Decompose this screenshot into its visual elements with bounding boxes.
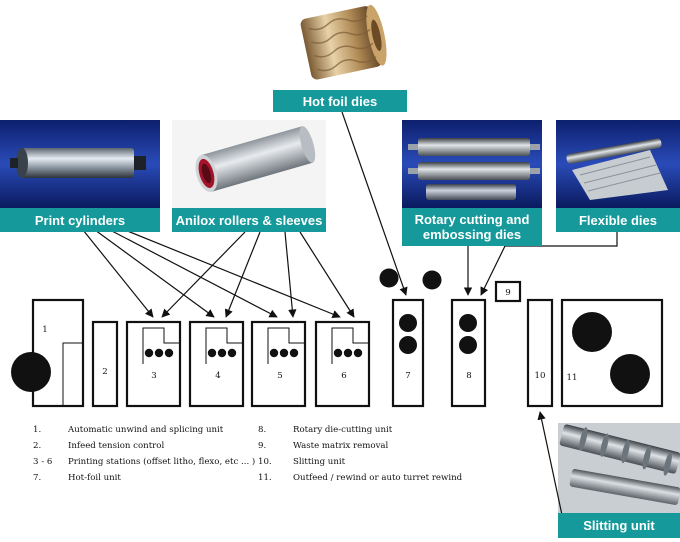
arrow-print-cylinder-to-unit-5 [109,229,278,318]
unit-4-roller [227,348,237,358]
legend-text: Hot-foil unit [68,473,121,483]
legend-text: Slitting unit [293,457,346,467]
unit-5-roller [289,348,299,358]
rewind-reel-bottom [610,354,650,394]
legend: 1. Automatic unwind and splicing unit 2.… [33,425,553,495]
arrow-anilox-to-unit-5 [284,231,297,318]
rotary-die-photo [402,120,542,208]
hot-foil-dies-label: Hot foil dies [273,90,407,112]
unit-6-roller [353,348,363,358]
unit-number: 6 [341,371,346,381]
unit-number: 5 [277,371,282,381]
unit-number: 8 [466,371,471,381]
arrow-print-cylinder-to-unit-4 [94,229,215,318]
legend-text: Outfeed / rewind or auto turret rewind [293,473,463,483]
unit-1-inner [62,342,83,406]
unit-number: 2 [102,367,107,377]
foil-reel-left [379,268,399,288]
arrow-anilox-to-unit-3 [161,231,246,318]
rewind-reel-top [572,312,612,352]
unit-number: 1 [42,325,47,335]
legend-number: 11. [258,473,272,483]
unwind-reel [11,352,51,392]
legend-number: 9. [258,441,267,451]
unit-4-inner [205,327,243,364]
unit-number: 7 [405,371,410,381]
print-cylinder-photo [0,120,160,208]
unit-6-roller [343,348,353,358]
arrow-print-cylinder-to-unit-6 [124,229,341,319]
legend-number: 10. [258,457,272,467]
unit-number: 9 [505,288,510,298]
unit-4-roller [207,348,217,358]
unit-6-roller [333,348,343,358]
unit-11-box [560,298,664,408]
unit-3-roller [144,348,154,358]
unit-7-roller-bottom [399,336,417,354]
legend-text: Waste matrix removal [293,441,389,451]
arrow-hot-foil-to-unit-7 [341,111,408,296]
unit-10-box [526,298,554,408]
unit-1-box [31,298,85,408]
unit-3-box [125,320,182,408]
unit-5-inner [267,327,305,364]
arrow-slitting-unit-to-unit-10 [537,411,563,516]
legend-text: Printing stations (offset litho, flexo, … [68,457,256,467]
legend-text: Rotary die-cutting unit [293,425,393,435]
unit-3-roller [164,348,174,358]
legend-number: 7. [33,473,42,483]
arrow-anilox-to-unit-6 [299,231,355,318]
unit-5-roller [269,348,279,358]
flexible-dies-label: Flexible dies [556,208,680,232]
print-cylinders-label: Print cylinders [0,208,160,232]
arrow-print-cylinder-to-unit-3 [82,229,154,318]
anilox-roller-photo [172,120,326,208]
legend-number: 2. [33,441,42,451]
flexible-die-photo [556,120,680,208]
legend-text: Infeed tension control [68,441,165,451]
unit-5-box [250,320,307,408]
foil-reel-right [422,270,442,290]
unit-8-roller-top [459,314,477,332]
unit-3-roller [154,348,164,358]
arrow-flexible-die-to-unit-8 [480,232,618,296]
hot-foil-die-photo [280,0,400,88]
slitting-unit-photo [558,423,680,513]
unit-8-roller-bottom [459,336,477,354]
unit-6-inner [331,327,369,364]
arrow-anilox-to-unit-4 [224,231,261,318]
legend-number: 1. [33,425,42,435]
legend-number: 3 - 6 [33,457,53,467]
unit-number: 10 [535,371,546,381]
unit-7-roller-top [399,314,417,332]
unit-4-roller [217,348,227,358]
unit-4-box [188,320,245,408]
legend-number: 8. [258,425,267,435]
unit-9-box [494,280,522,303]
unit-3-inner [142,327,180,364]
rotary-cutting-label: Rotary cutting and embossing dies [402,208,542,246]
anilox-rollers-label: Anilox rollers & sleeves [172,208,326,232]
unit-number: 3 [151,371,156,381]
slitting-unit-label: Slitting unit [558,513,680,538]
unit-2-box [91,320,119,408]
legend-text: Automatic unwind and splicing unit [68,425,224,435]
unit-number: 4 [215,371,221,381]
unit-7-box [391,298,425,408]
unit-8-box [450,298,487,408]
unit-6-box [314,320,371,408]
unit-number: 11 [567,373,578,383]
unit-5-roller [279,348,289,358]
